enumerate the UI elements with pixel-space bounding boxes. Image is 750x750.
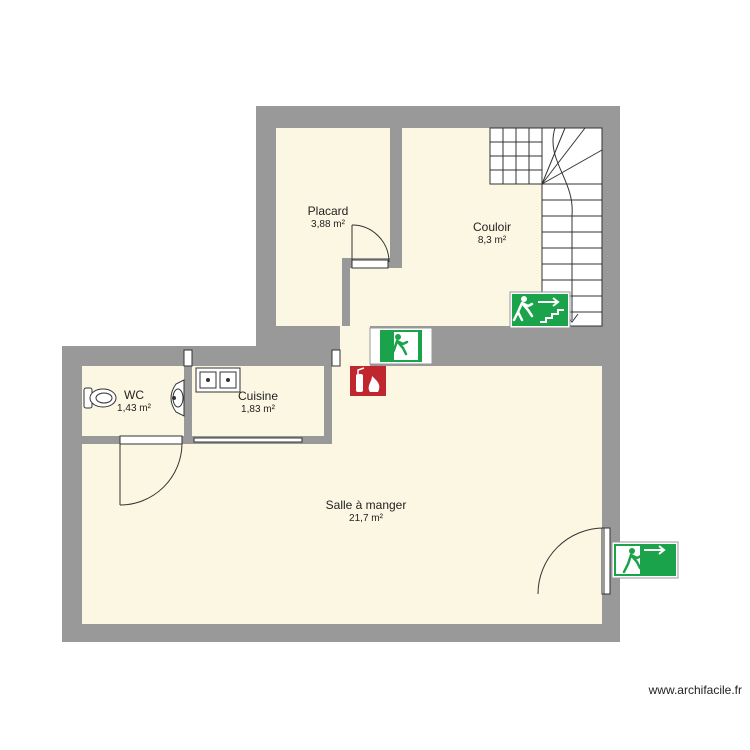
door-swing-icon — [119, 435, 183, 506]
washbasin-icon — [170, 379, 185, 417]
room-area-couloir: 8,3 m² — [478, 235, 507, 246]
room-name-wc: WC — [124, 388, 144, 402]
room-area-salle: 21,7 m² — [349, 513, 384, 524]
floor-couloir-link — [350, 268, 410, 326]
room-name-cuisine: Cuisine — [238, 389, 278, 403]
watermark: www.archifacile.fr — [648, 683, 742, 697]
door-swing-icon — [351, 224, 390, 269]
room-name-couloir: Couloir — [473, 220, 511, 234]
toilet-icon — [83, 387, 117, 409]
room-area-cuisine: 1,83 m² — [241, 404, 276, 415]
room-name-salle: Salle à manger — [326, 498, 407, 512]
emergency-exit-icon — [509, 291, 571, 329]
room-area-wc: 1,43 m² — [117, 403, 152, 414]
corridor-opening-frame — [331, 349, 341, 367]
cuisine-opening — [193, 437, 303, 443]
emergency-exit-icon — [369, 327, 433, 365]
fire-extinguisher-icon — [350, 366, 386, 396]
floor-corridor-opening — [340, 326, 370, 368]
doors — [119, 224, 611, 595]
room-area-placard: 3,88 m² — [311, 219, 346, 230]
floor-salle — [82, 366, 602, 624]
room-name-placard: Placard — [308, 204, 349, 218]
floors — [82, 128, 602, 624]
door-swing-icon — [537, 527, 611, 595]
wc-opening-frame — [183, 349, 193, 367]
emergency-exit-icon — [611, 541, 679, 579]
kitchen-sink-icon — [195, 367, 241, 393]
